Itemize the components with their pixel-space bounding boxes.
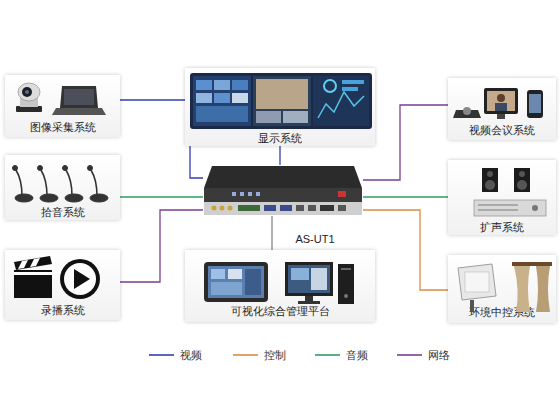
legend-line	[315, 354, 340, 356]
legend-line	[149, 354, 174, 356]
node-label: 录播系统	[5, 304, 120, 317]
legend-line	[233, 354, 258, 356]
node-label: 环境中控系统	[448, 306, 556, 319]
device-chassis	[204, 166, 362, 215]
environment-system-box: 环境中控系统	[448, 255, 556, 323]
node-label: 图像采集系统	[5, 121, 120, 134]
legend-label: 控制	[264, 348, 286, 363]
node-label: AS-UT1	[285, 233, 345, 246]
conference-system-box: 视频会议系统	[448, 78, 556, 140]
signal-connector	[363, 210, 448, 290]
display-system-box: 显示系统	[185, 68, 375, 146]
signal-connector	[120, 196, 203, 197]
legend: 视频 控制 音频 网络	[0, 346, 560, 366]
node-label: 显示系统	[185, 132, 375, 145]
node-label: 拾音系统	[5, 206, 120, 219]
node-label: 可视化综合管理平台	[185, 305, 375, 318]
amplify-system-box: 扩声系统	[448, 160, 556, 235]
platform-box: 可视化综合管理平台	[185, 250, 375, 322]
node-label: 视频会议系统	[448, 124, 556, 137]
capture-system-box: 图像采集系统	[5, 75, 120, 137]
legend-line-sample	[232, 346, 260, 364]
central-device: AS-UT1	[203, 165, 363, 216]
node-label: 扩声系统	[448, 221, 556, 234]
legend-label: 音频	[346, 348, 368, 363]
signal-connector	[363, 196, 448, 197]
legend-label: 视频	[180, 348, 202, 363]
legend-line-sample	[396, 346, 424, 364]
pickup-system-box: 拾音系统	[5, 155, 120, 220]
signal-connector	[279, 146, 280, 165]
signal-connector	[271, 216, 272, 250]
signal-connector	[363, 105, 448, 180]
legend-line	[397, 354, 422, 356]
legend-line-sample	[148, 346, 176, 364]
legend-line-sample	[314, 346, 342, 364]
legend-label: 网络	[428, 348, 450, 363]
recording-system-box: 录播系统	[5, 250, 120, 320]
